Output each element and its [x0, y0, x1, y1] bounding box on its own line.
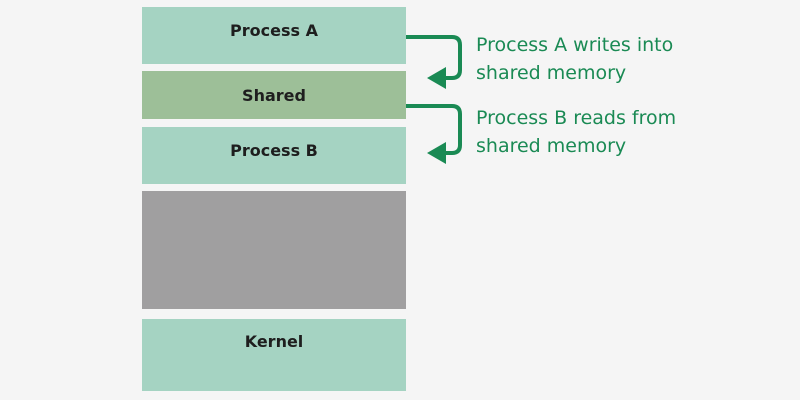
- read-arrowhead: [427, 142, 446, 164]
- process-b-label: Process B: [230, 141, 318, 160]
- unlabeled-memory-block: [142, 191, 406, 309]
- process-b-read-annotation: Process B reads from shared memory: [476, 107, 677, 157]
- shared-memory-block: Shared: [142, 71, 406, 119]
- read-arrow: [406, 104, 462, 155]
- process-b-block: Process B: [142, 127, 406, 184]
- process-a-write-annotation: Process A writes into shared memory: [476, 34, 674, 84]
- write-arrowhead: [427, 67, 446, 89]
- kernel-block: Kernel: [142, 319, 406, 391]
- shared-memory-label: Shared: [242, 85, 306, 105]
- process-a-label: Process A: [230, 21, 318, 40]
- kernel-label: Kernel: [244, 332, 304, 351]
- process-a-block: Process A: [142, 7, 406, 64]
- write-arrow: [406, 35, 462, 80]
